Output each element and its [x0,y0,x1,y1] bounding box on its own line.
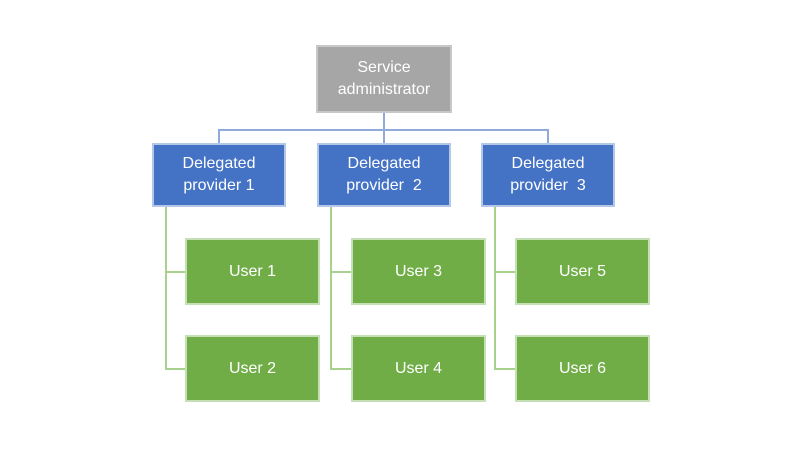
user-1-node: User 1 [185,238,320,305]
connector-drop-provider-3 [547,129,549,143]
delegated-provider-1-label: Delegated provider 1 [182,155,256,194]
connector-drop-provider-1 [218,129,220,143]
connector-provider-1-vertical [165,206,167,370]
user-3-label: User 3 [394,262,443,280]
delegated-provider-2-node: Delegated provider 2 [317,143,451,207]
connector-provider-3-to-user-6 [494,368,515,370]
connector-provider-2-to-user-4 [330,368,351,370]
connector-provider-2-vertical [330,206,332,370]
user-6-label: User 6 [558,359,607,377]
user-2-node: User 2 [185,335,320,402]
user-5-node: User 5 [515,238,650,305]
user-3-node: User 3 [351,238,486,305]
service-administrator-label: Service administrator [337,59,431,98]
user-2-label: User 2 [228,359,277,377]
connector-drop-provider-2 [383,129,385,143]
user-4-label: User 4 [394,359,443,377]
connector-provider-3-to-user-5 [494,271,515,273]
connector-provider-3-vertical [494,206,496,370]
service-administrator-node: Service administrator [316,45,452,113]
delegated-provider-3-node: Delegated provider 3 [481,143,615,207]
user-5-label: User 5 [558,262,607,280]
connector-provider-1-to-user-1 [165,271,185,273]
connector-provider-2-to-user-3 [330,271,351,273]
delegated-provider-1-node: Delegated provider 1 [152,143,286,207]
connector-root-stem [383,113,385,130]
delegated-provider-2-label: Delegated provider 2 [346,155,422,194]
delegated-provider-3-label: Delegated provider 3 [510,155,586,194]
connector-provider-1-to-user-2 [165,368,185,370]
user-6-node: User 6 [515,335,650,402]
user-4-node: User 4 [351,335,486,402]
user-1-label: User 1 [228,262,277,280]
